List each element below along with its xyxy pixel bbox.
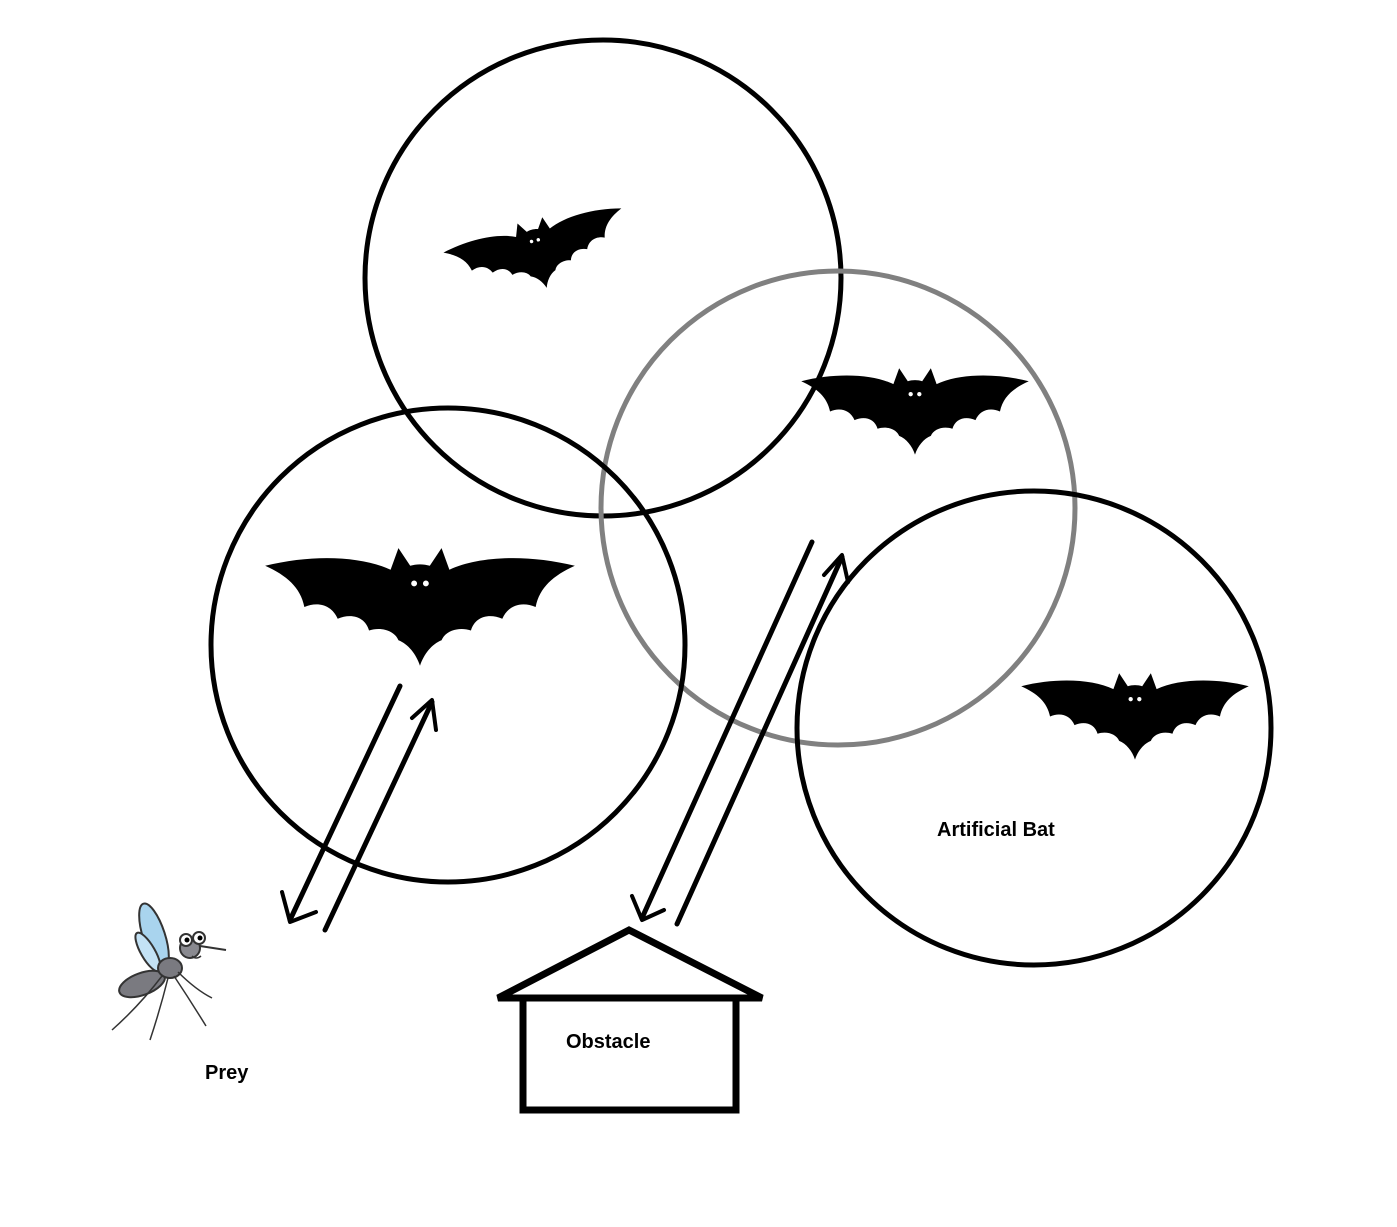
mosquito-icon xyxy=(111,902,227,1041)
bat-icon xyxy=(265,548,575,666)
echo-arrow-from-obstacle xyxy=(674,553,850,927)
echo-range-ring-top xyxy=(362,37,844,519)
bat-icon xyxy=(801,368,1029,455)
echo-range-ring-right xyxy=(794,488,1274,968)
echo-arrow-to-prey xyxy=(280,683,403,924)
obstacle-label: Obstacle xyxy=(566,1031,650,1053)
bat-icon xyxy=(1021,673,1249,760)
echo-arrow-to-obstacle xyxy=(630,539,815,922)
echo-arrow-from-prey xyxy=(322,698,438,933)
echo-range-ring-left xyxy=(208,405,688,885)
prey-label: Prey xyxy=(205,1062,249,1084)
bat-icon xyxy=(440,198,636,311)
house-icon xyxy=(496,926,764,1114)
artificial-bat-label: Artificial Bat xyxy=(937,819,1055,841)
echo-range-ring-middle xyxy=(598,268,1078,748)
